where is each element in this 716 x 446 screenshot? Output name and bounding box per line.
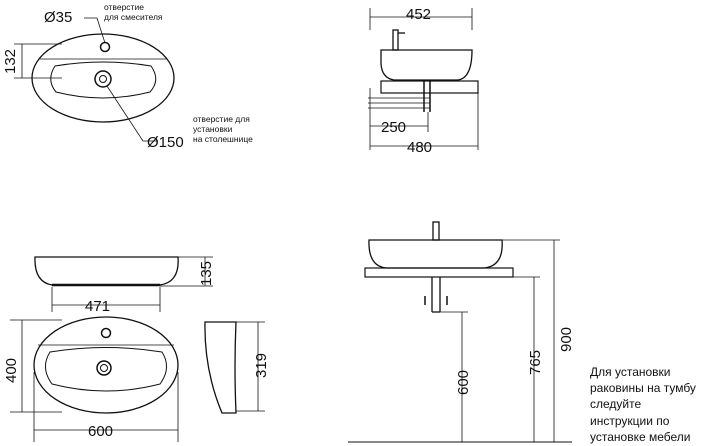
large-inner-bowl xyxy=(45,347,167,392)
label-countertop-2: установки xyxy=(193,124,233,134)
installation-note: Для установки раковины на тумбу следуйте… xyxy=(590,364,714,445)
side-profile: 319 xyxy=(204,321,270,414)
large-drain-outer xyxy=(96,360,112,376)
front-basin xyxy=(34,256,179,286)
dim-depth-large: 400 xyxy=(3,358,20,383)
front-view: 135 471 xyxy=(34,256,215,315)
leader-drain xyxy=(106,85,158,142)
dim-base-width: 471 xyxy=(85,298,110,315)
inner-bowl xyxy=(50,61,157,99)
dim-depth-small: 132 xyxy=(2,49,19,74)
profile-outline xyxy=(204,321,237,414)
note-line: следуйте xyxy=(590,397,642,412)
side-view-small: 452 250 480 xyxy=(368,6,479,156)
top-view-large: 400 600 xyxy=(3,316,179,442)
dim-width-large: 600 xyxy=(88,423,113,440)
drain-hole-inner xyxy=(99,75,107,83)
note-line: Для установки xyxy=(590,365,671,379)
dim-top-width: 452 xyxy=(406,6,431,23)
installation-view: 600 765 900 xyxy=(348,221,575,443)
label-countertop-1: отверстие для xyxy=(193,114,250,124)
large-basin-outline xyxy=(33,316,179,414)
label-countertop-3: на столешнице xyxy=(193,134,253,144)
top-view-small: Ø35 отверстие для смесителя 132 Ø150 отв… xyxy=(2,2,253,151)
install-faucet xyxy=(432,221,440,241)
large-mixer-hole xyxy=(100,327,112,339)
dim-total-width: 480 xyxy=(407,139,432,156)
dim-hole-drain: Ø150 xyxy=(147,134,184,151)
mixer-hole xyxy=(99,41,111,53)
dim-counter-height: 765 xyxy=(527,350,544,375)
note-line: инструкции по xyxy=(590,413,670,428)
install-countertop xyxy=(364,267,514,278)
leader-mixer xyxy=(84,17,106,44)
dim-offset: 250 xyxy=(381,119,406,136)
large-drain-inner xyxy=(100,364,108,372)
dim-drain-height: 600 xyxy=(455,370,472,395)
dim-total-height: 900 xyxy=(558,327,575,352)
label-mixer-1: отверстие xyxy=(104,2,144,12)
note-line: раковины на тумбу xyxy=(590,381,696,396)
drain-hole-outer xyxy=(94,70,112,88)
dim-height-front: 135 xyxy=(198,261,215,286)
note-line: установке мебели xyxy=(590,429,691,444)
dim-depth-profile: 319 xyxy=(253,353,270,378)
install-basin xyxy=(368,239,503,269)
label-mixer-2: для смесителя xyxy=(104,12,163,22)
basin-body xyxy=(380,49,473,81)
faucet xyxy=(392,29,399,51)
dim-hole-mixer: Ø35 xyxy=(44,9,72,26)
